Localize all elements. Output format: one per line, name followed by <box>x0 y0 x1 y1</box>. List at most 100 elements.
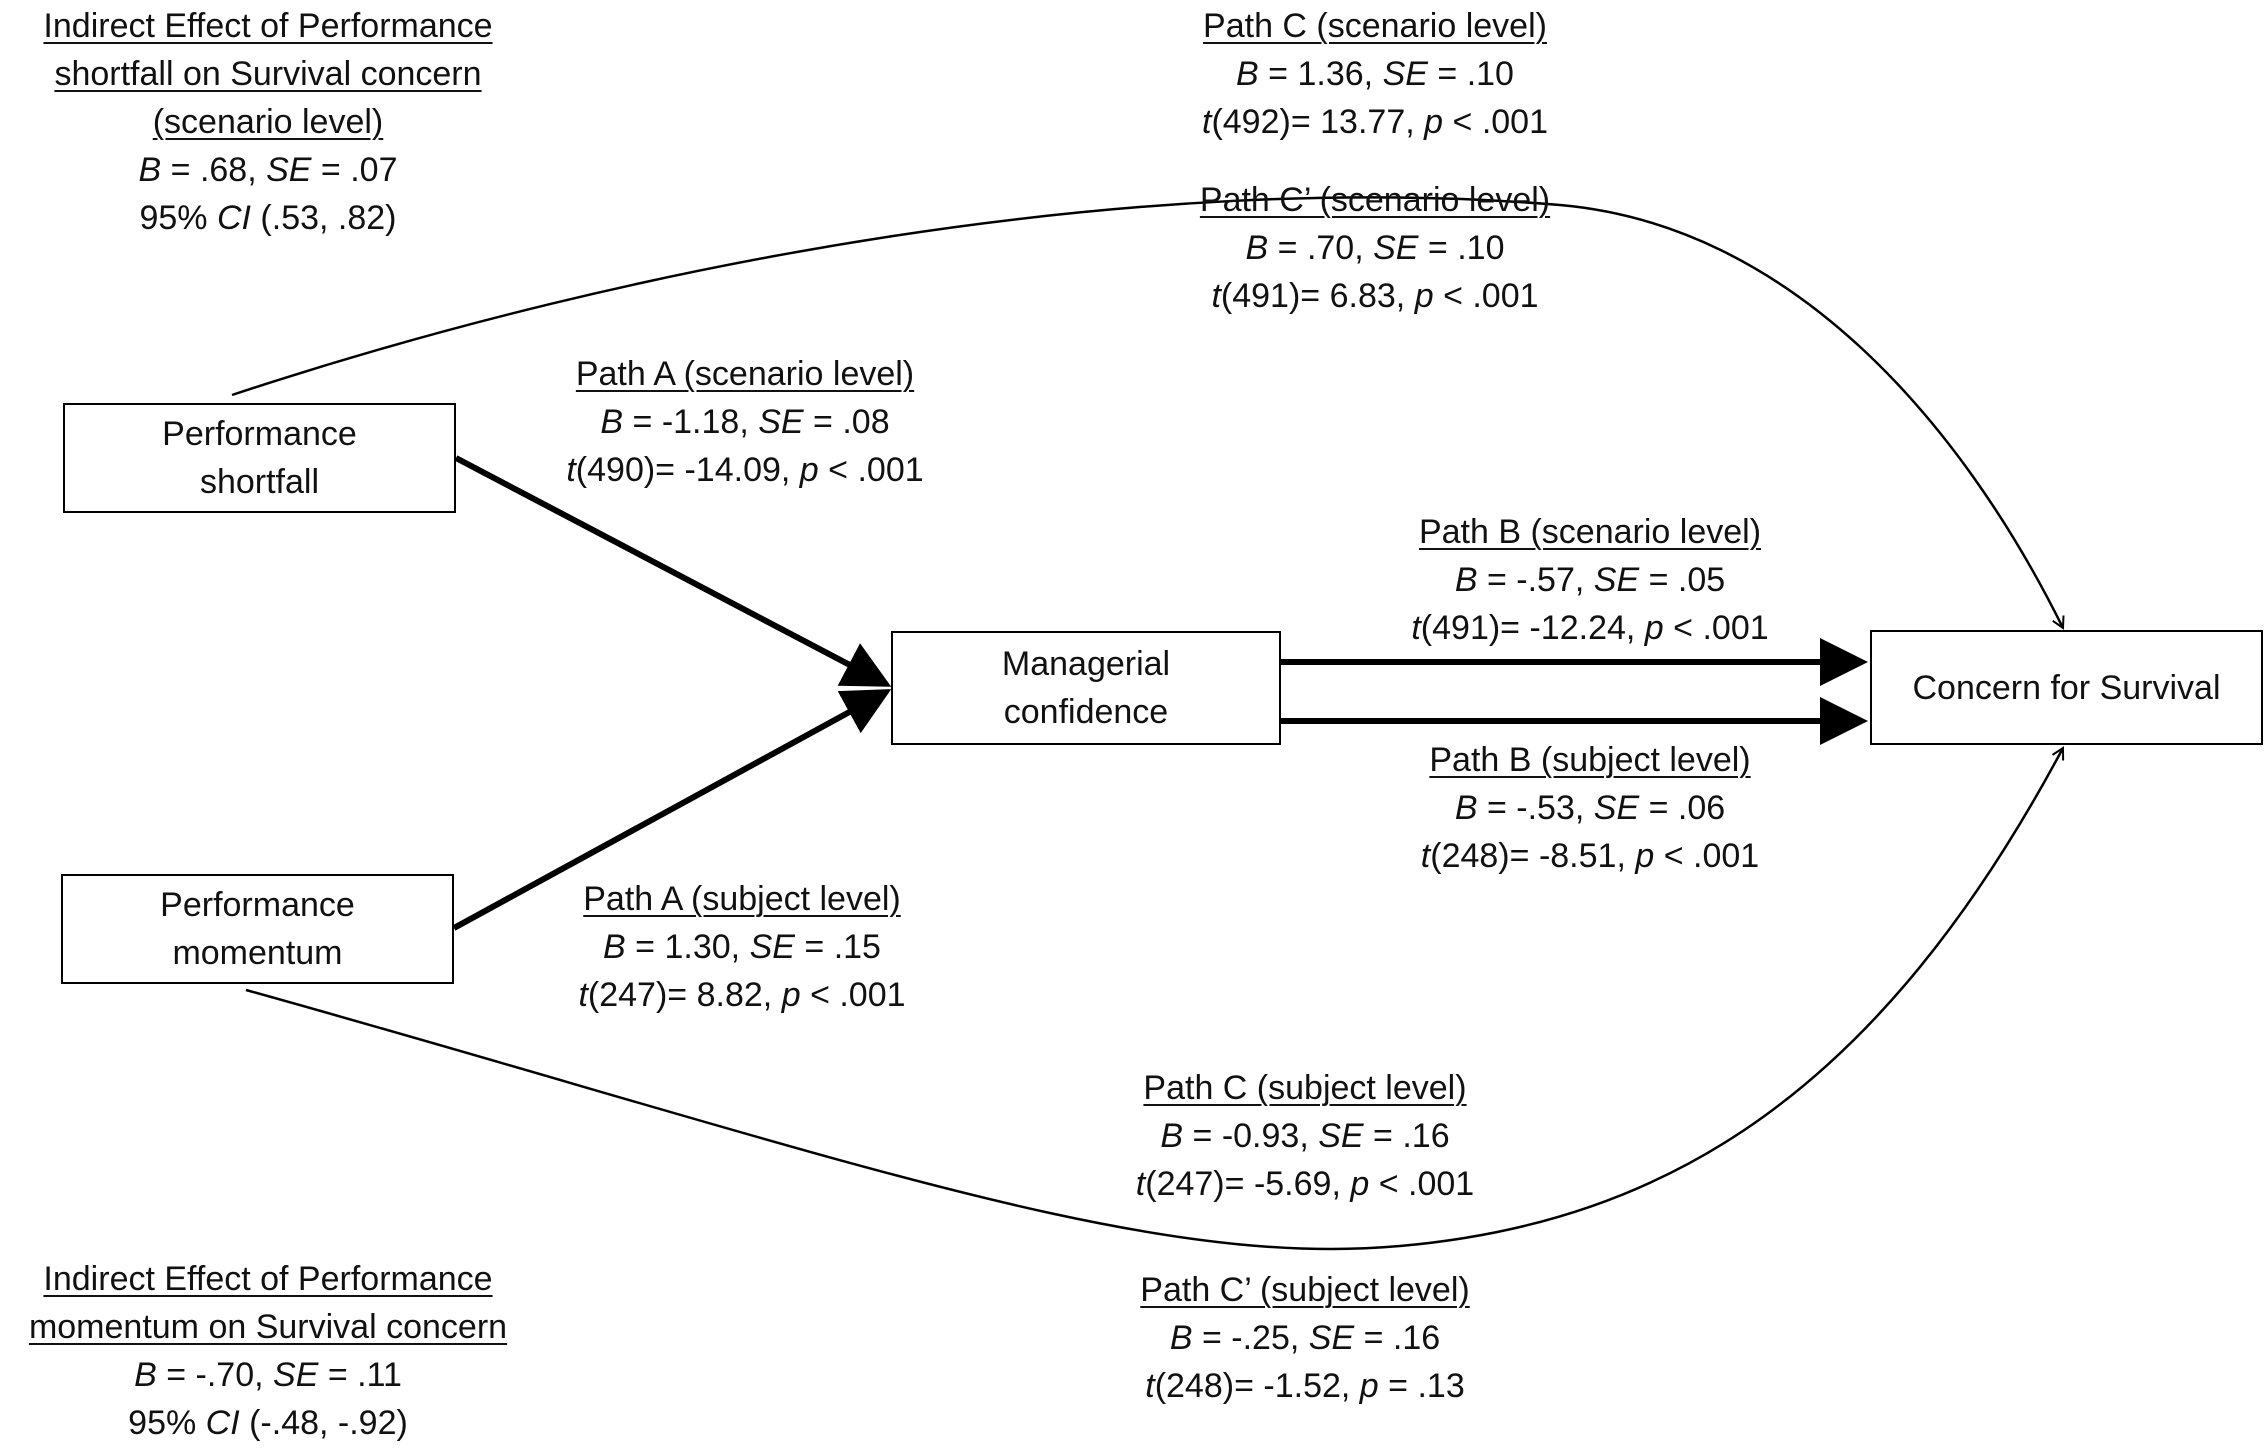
path-b-subject-t: -8.51 <box>1538 837 1617 875</box>
indirect-momentum-se: .11 <box>357 1356 402 1394</box>
path-c-subject-test: t(247)= -5.69, p < .001 <box>1135 1165 1475 1203</box>
path-b-subject-label: Path B (subject level) B = -.53, SE = .0… <box>1421 736 1759 880</box>
path-b-subject-p: < .001 <box>1663 837 1760 875</box>
path-a-scenario-b: -1.18 <box>661 403 740 441</box>
indirect-effect-momentum: Indirect Effect of Performance momentum … <box>29 1255 507 1447</box>
path-cprime-subject-se: .16 <box>1392 1319 1441 1357</box>
path-a-subject-se: .15 <box>833 928 881 966</box>
path-a-subject-df: (247) <box>587 976 668 1014</box>
path-c-subject-p: < .001 <box>1378 1165 1475 1203</box>
path-b-scenario-t: -12.24 <box>1529 609 1626 647</box>
path-b-scenario-p: < .001 <box>1673 609 1769 647</box>
node-performance-shortfall-label: Performance shortfall <box>162 415 357 501</box>
path-a-scenario-label: Path A (scenario level) B = -1.18, SE = … <box>566 350 923 494</box>
path-c-scenario-p: < .001 <box>1452 103 1548 141</box>
path-a-subject-arrow <box>452 689 892 931</box>
path-cprime-scenario-coef: B = .70, SE = .10 <box>1245 229 1505 267</box>
path-cprime-scenario-df: (491) <box>1220 277 1301 315</box>
path-cprime-subject-title: Path C’ (subject level) <box>1140 1271 1470 1309</box>
path-b-subject-test: t(248)= -8.51, p < .001 <box>1420 837 1760 875</box>
path-cprime-subject-b: -.25 <box>1231 1319 1290 1357</box>
path-c-scenario-coef: B = 1.36, SE = .10 <box>1236 55 1514 93</box>
path-a-scenario-p: < .001 <box>828 451 924 489</box>
path-b-scenario-df: (491) <box>1420 609 1501 647</box>
path-cprime-scenario-test: t(491)= 6.83, p < .001 <box>1211 277 1539 315</box>
path-a-subject-test: t(247)= 8.82, p < .001 <box>578 976 906 1014</box>
path-b-subject-b: -.53 <box>1516 789 1575 827</box>
path-b-subject-title: Path B (subject level) <box>1429 741 1751 779</box>
indirect-momentum-ci-value: (-.48, -.92) <box>249 1404 408 1442</box>
node-managerial-confidence: Managerial confidence <box>891 631 1281 745</box>
indirect-shortfall-b: .68 <box>199 151 248 189</box>
path-cprime-scenario-b: .70 <box>1306 229 1355 267</box>
path-c-scenario-title: Path C (scenario level) <box>1203 7 1547 45</box>
path-a-subject-b: 1.30 <box>664 928 731 966</box>
indirect-momentum-title-line: Indirect Effect of Performance <box>43 1260 493 1298</box>
path-cprime-scenario-t: 6.83 <box>1329 277 1396 315</box>
path-a-subject-p: < .001 <box>810 976 906 1014</box>
indirect-momentum-title-line: momentum on Survival concern <box>28 1308 508 1346</box>
path-b-scenario-test: t(491)= -12.24, p < .001 <box>1411 609 1769 647</box>
path-c-subject-se: .16 <box>1402 1117 1450 1155</box>
indirect-shortfall-title-line: Indirect Effect of Performance <box>43 7 493 45</box>
indirect-shortfall-title-line: shortfall on Survival concern <box>54 55 482 93</box>
path-c-subject-t: -5.69 <box>1253 1165 1332 1203</box>
path-a-subject-title: Path A (subject level) <box>583 880 901 918</box>
path-c-scenario-b: 1.36 <box>1297 55 1364 93</box>
indirect-shortfall-ci: 95% CI (.53, .82) <box>139 199 397 237</box>
indirect-shortfall-coefficient: B = .68, SE = .07 <box>138 151 398 189</box>
path-c-subject-arrow <box>245 748 2065 1251</box>
path-a-scenario-test: t(490)= -14.09, p < .001 <box>566 451 924 489</box>
path-b-scenario-se: .05 <box>1677 561 1726 599</box>
path-cprime-scenario-se: .10 <box>1457 229 1505 267</box>
path-b-subject-coef: B = -.53, SE = .06 <box>1454 789 1726 827</box>
path-c-scenario-test: t(492)= 13.77, p < .001 <box>1202 103 1548 141</box>
path-b-scenario-label: Path B (scenario level) B = -.57, SE = .… <box>1411 508 1768 652</box>
path-c-scenario-df: (492) <box>1211 103 1291 141</box>
path-b-scenario-b: -.57 <box>1516 561 1575 599</box>
node-performance-momentum: Performance momentum <box>61 874 454 984</box>
path-c-subject-b: -0.93 <box>1221 1117 1300 1155</box>
node-performance-momentum-label: Performance momentum <box>160 886 355 972</box>
path-c-scenario-arrow <box>231 196 2063 628</box>
indirect-effect-shortfall: Indirect Effect of Performance shortfall… <box>43 2 492 242</box>
path-b-scenario-title: Path B (scenario level) <box>1418 513 1762 551</box>
path-cprime-subject-label: Path C’ (subject level) B = -.25, SE = .… <box>1140 1266 1469 1410</box>
path-a-scenario-arrow <box>454 455 892 687</box>
path-a-scenario-coef: B = -1.18, SE = .08 <box>600 403 890 441</box>
path-cprime-subject-coef: B = -.25, SE = .16 <box>1169 1319 1441 1357</box>
path-a-subject-t: 8.82 <box>696 976 763 1014</box>
path-cprime-subject-t: -1.52 <box>1263 1367 1341 1405</box>
path-cprime-scenario-p: < .001 <box>1443 277 1539 315</box>
path-a-scenario-title: Path A (scenario level) <box>575 355 915 393</box>
path-c-subject-df: (247) <box>1145 1165 1225 1203</box>
path-cprime-subject-test: t(248)= -1.52, p = .13 <box>1145 1367 1465 1405</box>
indirect-shortfall-ci-value: (.53, .82) <box>260 199 397 237</box>
path-a-subject-coef: B = 1.30, SE = .15 <box>603 928 881 966</box>
path-c-subject-title: Path C (subject level) <box>1143 1069 1467 1107</box>
node-managerial-confidence-label: Managerial confidence <box>1001 645 1171 731</box>
path-b-subject-se: .06 <box>1677 789 1726 827</box>
path-a-scenario-se: .08 <box>842 403 890 441</box>
path-cprime-subject-df: (248) <box>1154 1367 1235 1405</box>
path-c-scenario-t: 13.77 <box>1320 103 1406 141</box>
indirect-momentum-b: -.70 <box>195 1356 255 1394</box>
path-cprime-scenario-title: Path C’ (scenario level) <box>1199 181 1551 219</box>
path-b-scenario-coef: B = -.57, SE = .05 <box>1454 561 1726 599</box>
path-b-subject-df: (248) <box>1430 837 1510 875</box>
path-c-subject-coef: B = -0.93, SE = .16 <box>1160 1117 1450 1155</box>
indirect-shortfall-title-line: (scenario level) <box>152 103 384 141</box>
indirect-shortfall-se: .07 <box>350 151 398 189</box>
node-performance-shortfall: Performance shortfall <box>63 403 456 513</box>
path-a-subject-label: Path A (subject level) B = 1.30, SE = .1… <box>578 875 905 1019</box>
path-c-subject-label: Path C (subject level) B = -0.93, SE = .… <box>1136 1064 1474 1208</box>
node-concern-for-survival-label: Concern for Survival <box>1912 668 2221 707</box>
path-cprime-scenario-label: Path C’ (scenario level) B = .70, SE = .… <box>1200 176 1550 320</box>
path-cprime-subject-p: = .13 <box>1388 1367 1465 1405</box>
indirect-momentum-coefficient: B = -.70, SE = .11 <box>134 1356 402 1394</box>
path-c-scenario-se: .10 <box>1466 55 1514 93</box>
path-a-scenario-t: -14.09 <box>684 451 781 489</box>
node-concern-for-survival: Concern for Survival <box>1870 630 2263 745</box>
path-a-scenario-df: (490) <box>575 451 656 489</box>
